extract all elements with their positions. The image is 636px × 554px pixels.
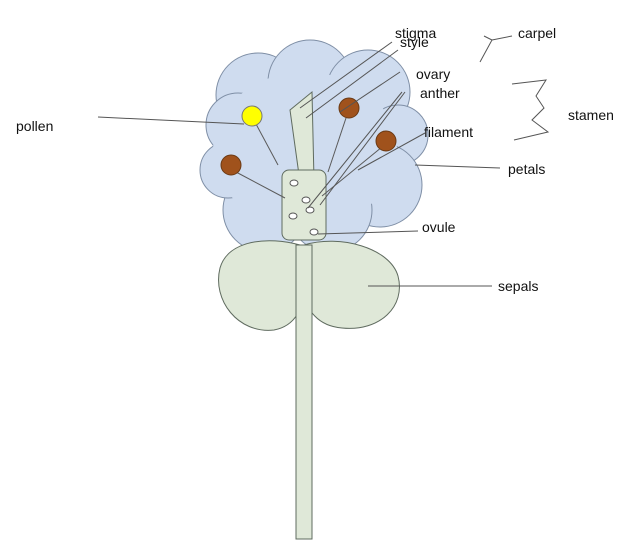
ovules (288, 179, 319, 236)
ovary-shape (281, 169, 327, 241)
label-carpel: carpel (518, 25, 556, 41)
label-ovule: ovule (422, 219, 456, 235)
sepals-shape (218, 240, 400, 331)
label-stigma: stigma (395, 25, 436, 41)
labels: stigma style carpel ovary anther stamen … (16, 25, 614, 294)
stem-shape (295, 244, 313, 540)
label-filament: filament (424, 124, 473, 140)
filaments (235, 117, 383, 199)
label-petals: petals (508, 161, 545, 177)
pollen-grain (241, 105, 263, 127)
leader-lines (97, 35, 550, 287)
label-pollen: pollen (16, 118, 53, 134)
label-style: style (400, 34, 429, 50)
label-ovary: ovary (416, 66, 450, 82)
label-stamen: stamen (568, 107, 614, 123)
label-sepals: sepals (498, 278, 538, 294)
label-anther: anther (420, 85, 460, 101)
